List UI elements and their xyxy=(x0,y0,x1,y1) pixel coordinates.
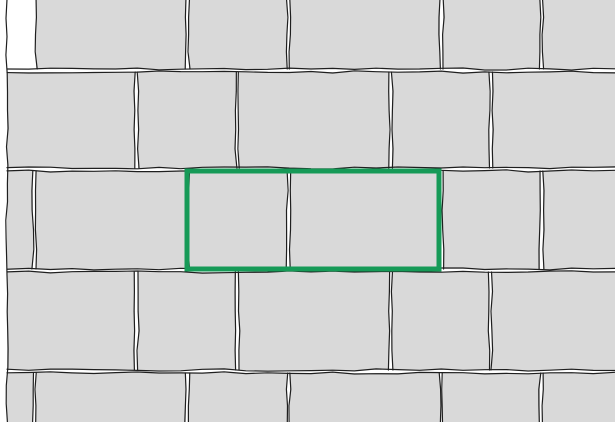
brick xyxy=(7,72,135,168)
brick xyxy=(239,272,389,370)
brick xyxy=(189,0,287,69)
mortar-line-vertical xyxy=(134,272,135,370)
brick xyxy=(443,171,540,269)
brick xyxy=(290,171,440,269)
brick xyxy=(239,72,389,168)
brick xyxy=(7,373,33,422)
brick xyxy=(443,373,540,422)
brick xyxy=(7,171,33,269)
brick xyxy=(543,171,615,269)
brick xyxy=(443,0,540,69)
brick xyxy=(492,272,615,370)
brick xyxy=(189,171,287,269)
brick xyxy=(543,0,615,69)
mortar-line-horizontal xyxy=(7,372,615,374)
brick xyxy=(290,373,440,422)
brick xyxy=(138,72,236,168)
brick xyxy=(36,0,186,69)
brick xyxy=(543,373,615,422)
brick xyxy=(36,171,186,269)
brick xyxy=(290,0,440,69)
mortar-line-vertical xyxy=(442,373,443,422)
brick xyxy=(492,72,615,168)
brick-layer xyxy=(7,0,615,422)
brick xyxy=(392,272,489,370)
brick xyxy=(189,373,287,422)
brick xyxy=(36,373,186,422)
brick xyxy=(138,272,236,370)
brick xyxy=(7,272,135,370)
brick xyxy=(392,72,489,168)
mortar-line-vertical xyxy=(35,373,36,422)
mortar-line-vertical xyxy=(235,272,236,370)
